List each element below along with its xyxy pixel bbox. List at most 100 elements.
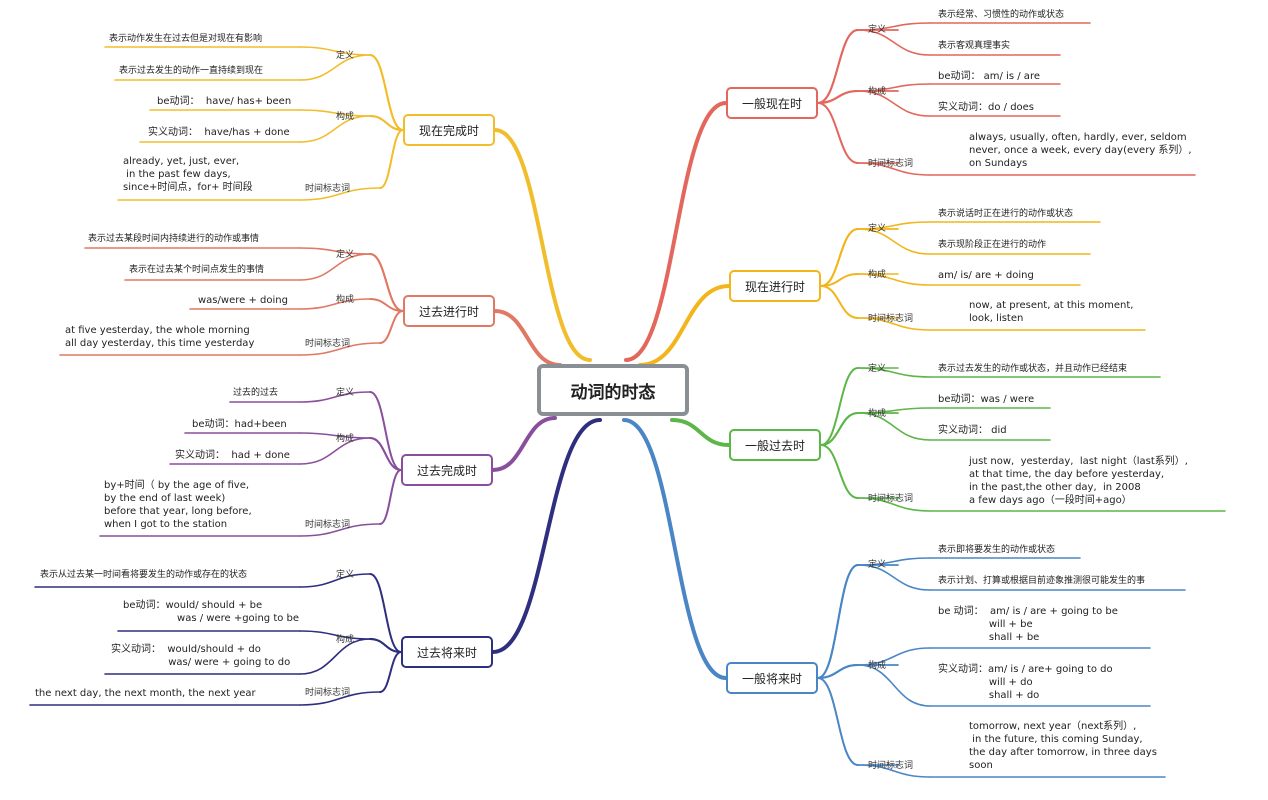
simple-present-item: 实义动词：do / does [938,102,1035,113]
past-future-structure-label: 构成 [336,635,355,645]
simple-future-item: be 动词： am/ is / are + going to be will +… [938,606,1118,643]
simple-present-item: be动词： am/ is / are [938,71,1040,82]
connector-line [820,228,859,287]
past-future-item: be动词：would/ should + be was / were +goin… [123,600,300,624]
connector-line [493,309,562,367]
connector-line [299,247,371,255]
connector-line [369,54,404,131]
connector-line [817,90,859,104]
connector-line [817,564,859,679]
present-continuous-structure-label: 构成 [868,270,887,280]
connector-line [299,115,371,143]
simple-present-structure-label: 构成 [868,87,887,97]
present-continuous-definition-label: 定义 [868,224,887,234]
connector-line [299,638,371,675]
connector-line [379,129,404,189]
branch-simple-future[interactable]: 一般将来时 [726,662,818,694]
past-future-item: the next day, the next month, the next y… [35,688,256,699]
simple-past-definition-label: 定义 [868,364,887,374]
branch-past-perfect[interactable]: 过去完成时 [401,454,493,486]
past-future-item: 实义动词： would/should + do was/ were + goin… [111,644,291,668]
connector-line [817,677,859,766]
past-future-item: 表示从过去某一时间看将要发生的动作或存在的状态 [40,570,248,580]
past-continuous-item: 表示过去某段时间内持续进行的动作或事情 [88,234,260,244]
past-perfect-item: 实义动词： had + done [175,450,290,461]
connector-line [369,437,402,471]
present-continuous-item: 表示现阶段正在进行的动作 [938,240,1047,250]
connector-line [299,391,371,403]
past-continuous-structure-label: 构成 [336,295,355,305]
branch-present-continuous[interactable]: 现在进行时 [729,270,821,302]
present-continuous-item: am/ is/ are + doing [938,270,1034,281]
past-perfect-time-markers-label: 时间标志词 [305,520,351,530]
simple-future-structure-label: 构成 [868,661,887,671]
present-perfect-item: 实义动词： have/has + done [148,127,290,138]
connector-line [299,523,381,537]
connector-line [493,128,592,362]
simple-past-item: 实义动词： did [938,425,1007,436]
past-future-time-markers-label: 时间标志词 [305,688,351,698]
connector-line [369,638,402,653]
simple-past-item: just now, yesterday, last night（last系列）,… [969,456,1188,506]
simple-past-item: 表示过去发生的动作或状态，并且动作已经结束 [938,364,1128,374]
simple-past-time-markers-label: 时间标志词 [868,494,914,504]
branch-past-continuous[interactable]: 过去进行时 [403,295,495,327]
branch-present-perfect[interactable]: 现在完成时 [403,114,495,146]
connector-line [369,391,402,471]
connector-line [379,469,402,525]
past-future-definition-label: 定义 [336,570,355,580]
past-perfect-item: by+时间（ by the age of five, by the end of… [104,480,252,530]
past-perfect-definition-label: 定义 [336,388,355,398]
past-continuous-time-markers-label: 时间标志词 [305,339,351,349]
present-perfect-time-markers-label: 时间标志词 [305,184,351,194]
present-continuous-time-markers-label: 时间标志词 [868,314,914,324]
simple-present-time-markers-label: 时间标志词 [868,159,914,169]
connector-line [299,432,371,439]
connector-line [622,418,728,680]
connector-line [369,298,404,312]
connector-line [379,310,404,344]
connector-line [299,437,371,465]
present-perfect-item: already, yet, just, ever, in the past fe… [123,156,253,193]
present-continuous-item: now, at present, at this moment, look, l… [969,300,1134,324]
connector-line [820,285,859,319]
present-perfect-item: be动词： have/ has+ been [157,96,292,107]
past-perfect-structure-label: 构成 [336,434,355,444]
connector-line [820,412,859,446]
branch-simple-present[interactable]: 一般现在时 [726,87,818,119]
connector-line [857,664,931,707]
present-perfect-item: 表示动作发生在过去但是对现在有影响 [109,34,263,44]
connector-line [299,573,371,588]
simple-past-item: be动词：was / were [938,394,1035,405]
past-continuous-definition-label: 定义 [336,250,355,260]
branch-simple-past[interactable]: 一般过去时 [729,429,821,461]
simple-present-item: 表示经常、习惯性的动作或状态 [938,10,1065,20]
simple-future-definition-label: 定义 [868,560,887,570]
simple-future-item: 实义动词：am/ is / are+ going to do will + do… [938,664,1113,701]
branch-past-future[interactable]: 过去将来时 [401,636,493,668]
present-perfect-structure-label: 构成 [336,112,355,122]
connector-line [299,109,371,117]
connector-line [820,444,859,499]
simple-future-item: tomorrow, next year（next系列）, in the futu… [969,721,1157,771]
simple-present-item: always, usually, often, hardly, ever, se… [969,132,1192,169]
simple-future-item: 表示即将要发生的动作或状态 [938,545,1056,555]
central-topic[interactable]: 动词的时态 [537,364,689,416]
connector-line [379,651,402,693]
connector-line [299,54,371,81]
connector-line [299,691,381,706]
connector-line [817,664,859,679]
simple-present-definition-label: 定义 [868,25,887,35]
past-continuous-item: was/were + doing [198,295,288,306]
connector-line [369,573,402,653]
connector-line [817,29,859,104]
present-perfect-definition-label: 定义 [336,51,355,61]
connector-line [624,101,728,362]
connector-line [369,115,404,131]
connector-line [299,298,371,310]
past-perfect-item: be动词：had+been [192,419,287,430]
connector-line [638,284,731,367]
connector-line [491,418,602,654]
